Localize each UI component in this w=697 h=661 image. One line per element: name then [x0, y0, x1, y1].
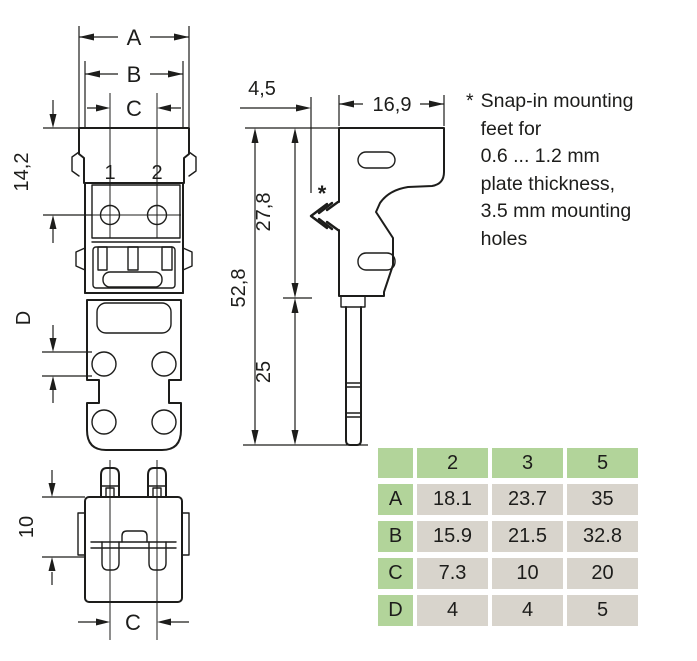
dim-label-10: 10	[16, 516, 38, 538]
table-value-cell: 4	[492, 595, 563, 626]
side-dim-528: 52,8	[228, 127, 368, 446]
front-view: A B C 14,2	[11, 25, 197, 451]
dim-label-25: 25	[253, 361, 275, 383]
dim-label-a: A	[127, 25, 142, 50]
table-header-cell: 5	[567, 448, 638, 478]
dim-label-b: B	[127, 62, 142, 87]
side-dim-278: 27,8	[253, 128, 312, 299]
table-value-cell: 15.9	[417, 521, 488, 552]
front-dim-b: B	[84, 61, 184, 127]
bottom-dim-10: 10	[16, 470, 85, 585]
front-dim-a: A	[78, 25, 190, 127]
snap-in-foot	[309, 200, 340, 232]
footnote: * Snap-in mounting feet for 0.6 ... 1.2 …	[466, 88, 692, 253]
dim-label-45: 4,5	[248, 78, 276, 100]
dim-label-142: 14,2	[11, 153, 33, 192]
table-row-label: B	[378, 521, 413, 552]
footnote-line: 0.6 ... 1.2 mm	[480, 145, 600, 167]
table-corner-cell	[378, 448, 413, 478]
dim-label-169: 16,9	[373, 94, 412, 116]
dim-label-c-bottom: C	[125, 610, 141, 635]
side-dim-169: 16,9	[338, 94, 445, 126]
table-value-cell: 18.1	[417, 484, 488, 515]
side-view: 4,5 16,9 52,8 27,8	[228, 78, 445, 446]
side-dim-25: 25	[253, 298, 299, 445]
table-value-cell: 21.5	[492, 521, 563, 552]
table-value-cell: 35	[567, 484, 638, 515]
table-value-cell: 10	[492, 558, 563, 589]
table-row-label: A	[378, 484, 413, 515]
table-value-cell: 23.7	[492, 484, 563, 515]
footnote-line: 3.5 mm mounting	[480, 200, 632, 222]
table-header-cell: 3	[492, 448, 563, 478]
footnote-line: Snap-in mounting	[480, 90, 634, 112]
footnote-text: Snap-in mounting feet for 0.6 ... 1.2 mm…	[481, 88, 692, 253]
table-header-cell: 2	[417, 448, 488, 478]
footnote-line: plate thickness,	[480, 172, 615, 195]
front-dim-d: D	[13, 311, 92, 403]
pole-label-2: 2	[151, 162, 162, 184]
dim-label-d: D	[13, 311, 35, 325]
dim-label-278: 27,8	[253, 193, 275, 232]
side-part-outline: *	[309, 127, 445, 446]
table-row-label: C	[378, 558, 413, 589]
table-row-label: D	[378, 595, 413, 626]
dim-label-c: C	[126, 96, 142, 121]
table-value-cell: 4	[417, 595, 488, 626]
front-dim-c: C	[87, 93, 181, 238]
bottom-view: 10 C	[16, 460, 190, 640]
footnote-line: holes	[480, 227, 528, 250]
pole-label-1: 1	[104, 162, 115, 184]
side-dim-45: 4,5	[240, 78, 312, 193]
bottom-part-outline	[77, 467, 190, 603]
bottom-dim-c: C	[78, 610, 189, 635]
footnote-marker: *	[466, 90, 474, 112]
front-dim-142: 14,2	[11, 100, 92, 243]
table-value-cell: 20	[567, 558, 638, 589]
footnote-line: feet for	[480, 117, 542, 140]
dim-label-528: 52,8	[228, 269, 250, 308]
table-value-cell: 5	[567, 595, 638, 626]
dimension-table: 2 3 5 A 18.1 23.7 35 B 15.9 21.5 32.8 C …	[378, 448, 638, 626]
front-part-outline: 1 2	[43, 127, 197, 451]
footnote-marker-on-drawing: *	[318, 181, 327, 206]
table-value-cell: 7.3	[417, 558, 488, 589]
table-value-cell: 32.8	[567, 521, 638, 552]
